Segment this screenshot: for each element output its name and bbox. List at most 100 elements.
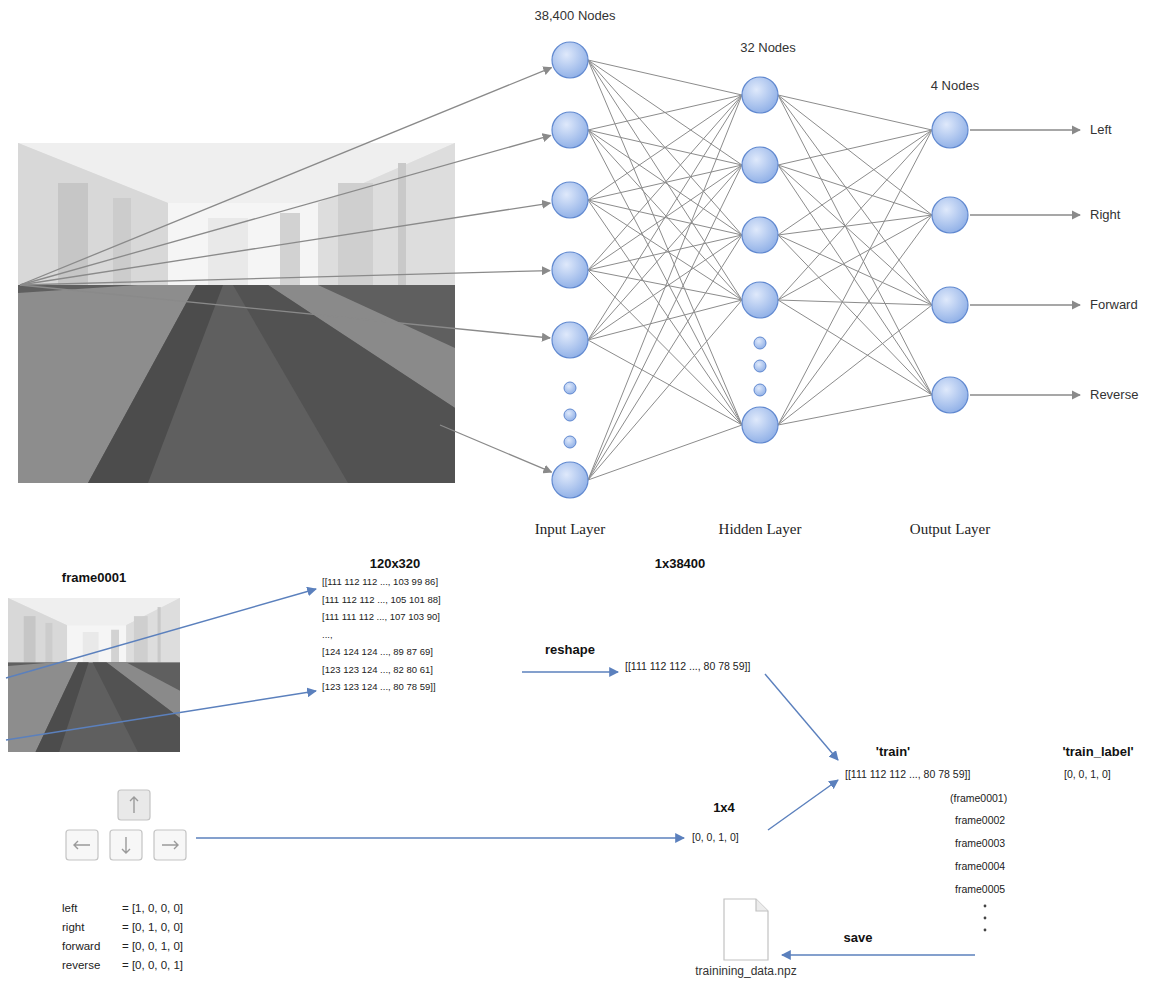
one-hot-vector: = [0, 1, 0, 0] — [122, 921, 183, 935]
layer-name: Input Layer — [535, 520, 605, 538]
output-label: Right — [1090, 207, 1120, 223]
drawing-part — [74, 797, 178, 853]
key-name: 'train' — [876, 744, 910, 760]
layer-size: 32 Nodes — [740, 40, 796, 56]
ellipsis-dot — [754, 360, 766, 372]
weight-line — [778, 235, 932, 395]
neuron — [932, 197, 968, 233]
ellipsis-dot — [564, 436, 576, 448]
drawing-part — [984, 917, 987, 920]
flow-arrow — [768, 780, 838, 830]
matrix-row: [[111 112 112 ..., 103 99 86] — [322, 576, 438, 587]
key-name: right — [62, 921, 84, 935]
frame-name: frame0005 — [955, 883, 1005, 896]
frame-title: frame0001 — [62, 570, 126, 586]
weight-line — [588, 60, 742, 235]
key-right — [154, 830, 186, 860]
weight-line — [778, 215, 932, 300]
one-hot-vector: = [0, 0, 1, 0] — [122, 940, 183, 954]
neuron — [932, 287, 968, 323]
arrow-line — [20, 203, 550, 285]
flow-arrow — [196, 837, 684, 838]
neuron — [552, 462, 588, 498]
neuron — [742, 282, 778, 318]
arrow-glyph — [162, 841, 178, 849]
array-text: [[111 112 112 ..., 80 78 59]] — [625, 660, 750, 673]
weight-line — [778, 300, 932, 305]
weight-line — [778, 215, 932, 235]
neuron — [742, 407, 778, 443]
flow-arrow — [522, 671, 618, 672]
drawing-part — [984, 929, 987, 932]
weight-line — [778, 235, 932, 305]
neuron — [552, 322, 588, 358]
frame-name: (frame0001) — [950, 792, 1007, 805]
arrow-line — [20, 68, 551, 285]
neuron — [742, 217, 778, 253]
flow-arrow — [765, 674, 838, 760]
shape-label: 1x38400 — [655, 556, 706, 572]
file-glyph — [721, 896, 771, 962]
input-arrows — [20, 68, 1080, 473]
weight-line — [588, 300, 742, 480]
frame-photo — [8, 598, 180, 752]
output-label: Reverse — [1090, 387, 1138, 403]
arrow-keys — [66, 790, 186, 860]
step-label: save — [844, 930, 873, 946]
key-name: reverse — [62, 959, 100, 973]
ellipsis-dot — [564, 382, 576, 394]
arrow-glyph — [130, 797, 138, 813]
key-name: left — [62, 902, 77, 916]
matrix-row: [111 111 112 ..., 107 103 90] — [322, 611, 440, 622]
weight-line — [778, 130, 932, 300]
weight-line — [588, 200, 742, 425]
neuron — [552, 252, 588, 288]
weight-line — [778, 165, 932, 395]
arrow-line — [20, 285, 550, 338]
frame-name: frame0002 — [955, 814, 1005, 827]
layer-size: 4 Nodes — [931, 78, 979, 94]
output-label: Left — [1090, 122, 1112, 138]
weight-lines — [588, 60, 932, 480]
weight-line — [588, 60, 742, 95]
weight-line — [588, 235, 742, 480]
weight-line — [778, 95, 932, 395]
neurons — [552, 42, 968, 498]
key-name: 'train_label' — [1062, 744, 1133, 760]
weight-line — [588, 60, 742, 425]
flow-arrow — [6, 589, 316, 678]
output-label: Forward — [1090, 297, 1138, 313]
neuron — [932, 377, 968, 413]
matrix-row: [123 123 124 ..., 82 80 61] — [322, 664, 433, 675]
weight-line — [778, 165, 932, 215]
drawing-part — [8, 598, 180, 752]
step-label: reshape — [545, 642, 595, 658]
weight-line — [588, 95, 742, 200]
file-fold — [756, 899, 768, 911]
weight-line — [588, 200, 742, 300]
key-down — [110, 830, 142, 860]
layer-size: 38,400 Nodes — [535, 8, 616, 24]
shape-label: 120x320 — [370, 556, 421, 572]
weight-line — [778, 395, 932, 425]
weight-line — [778, 130, 932, 165]
weight-line — [588, 130, 742, 425]
neuron — [552, 182, 588, 218]
layer-name: Output Layer — [910, 520, 990, 538]
weight-line — [588, 95, 742, 480]
arrow-glyph — [122, 837, 130, 853]
flow-arrow — [6, 691, 316, 740]
weight-line — [588, 130, 742, 300]
network-drawing — [6, 42, 1080, 955]
weight-line — [588, 95, 742, 130]
weight-line — [778, 305, 932, 425]
neuron — [742, 77, 778, 113]
continuation-dots — [984, 905, 987, 932]
neuron — [552, 42, 588, 78]
weight-line — [778, 165, 932, 305]
file-page — [724, 899, 768, 960]
corridor-photo — [18, 143, 455, 483]
key-name: forward — [62, 940, 100, 954]
